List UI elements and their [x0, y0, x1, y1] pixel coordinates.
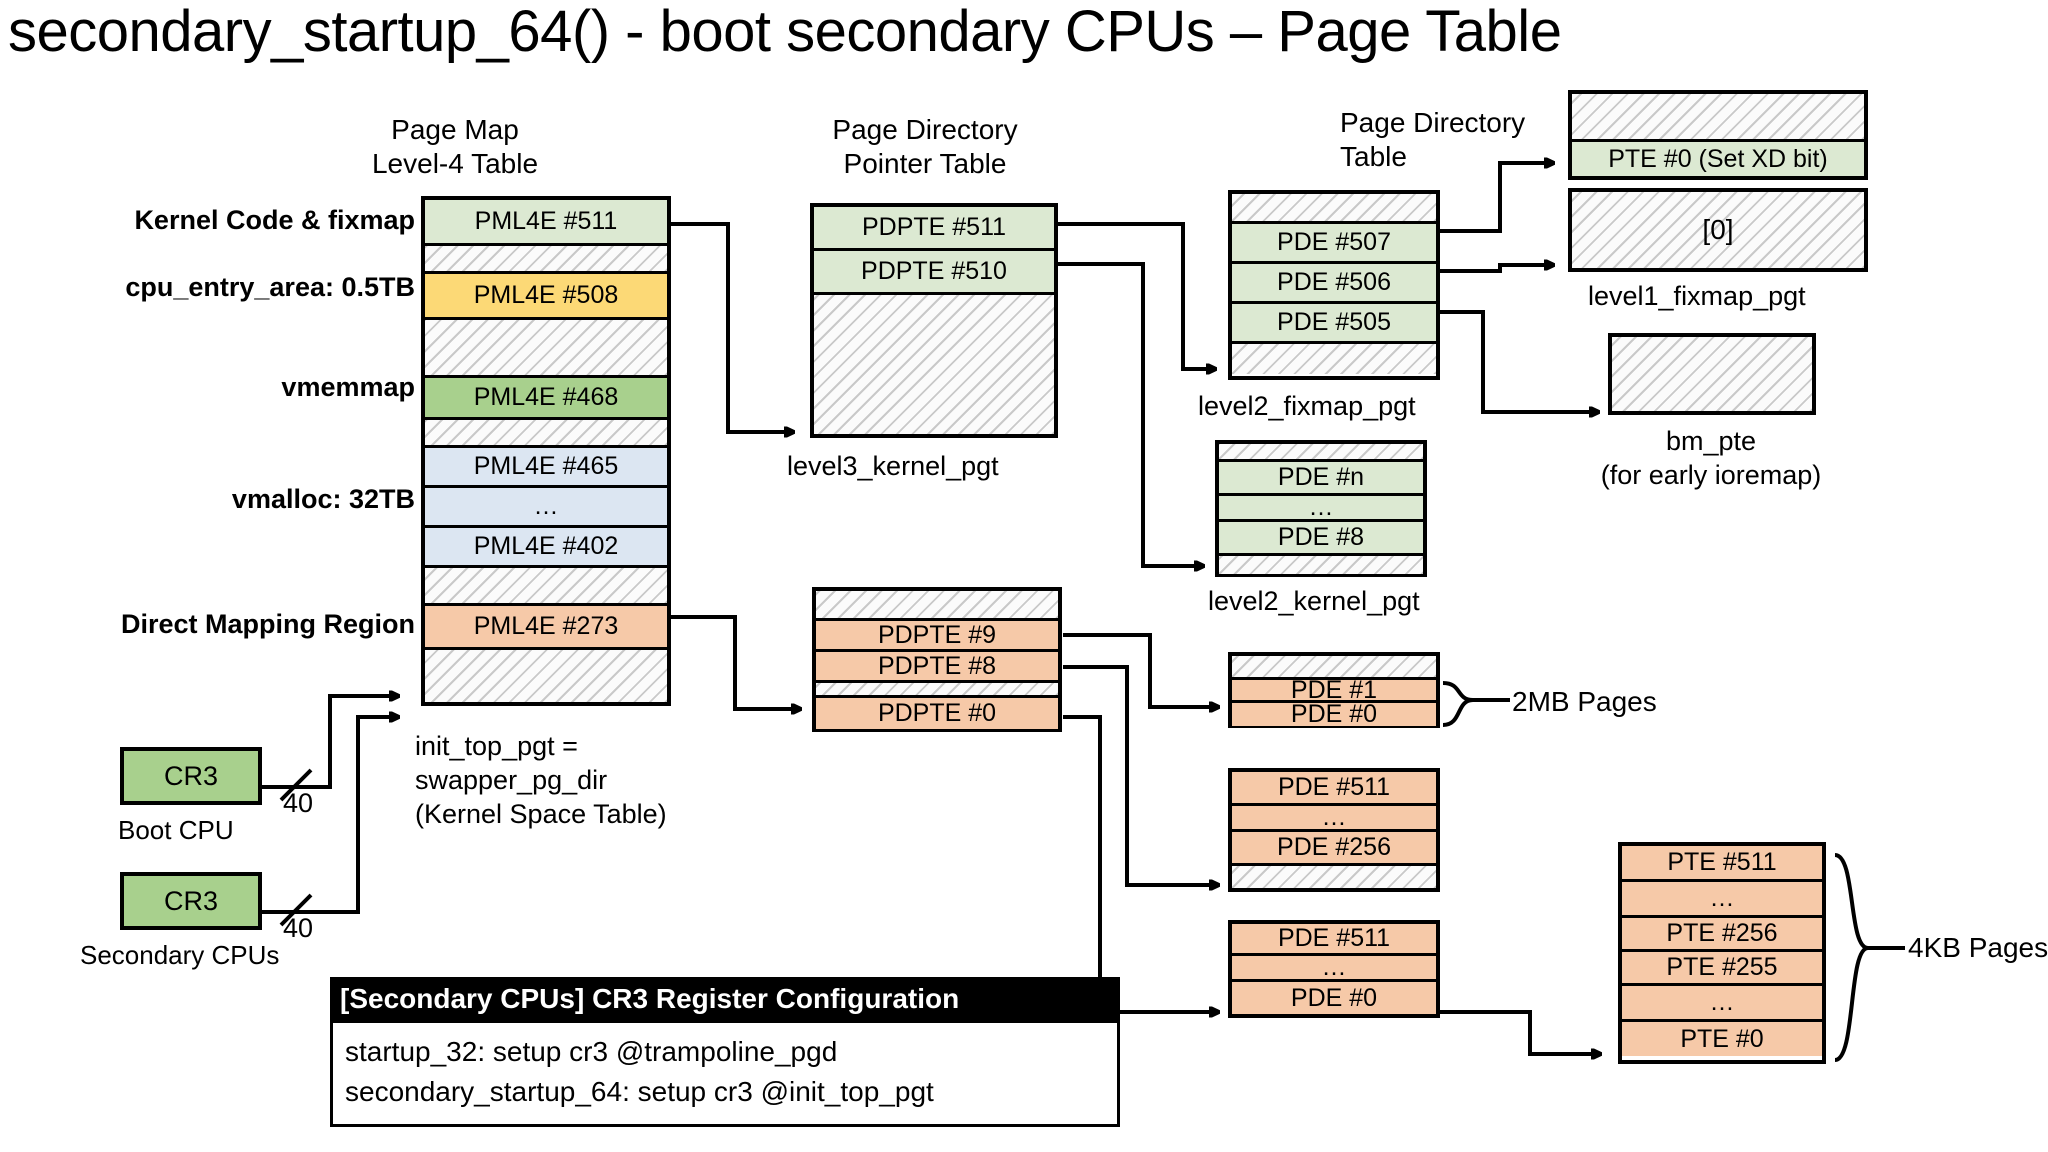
- cr3-register-boot-cpu[interactable]: CR3: [120, 747, 262, 805]
- pml4-cell: [425, 568, 667, 606]
- pml4-cell[interactable]: PML4E #465: [425, 448, 667, 488]
- pte-cell: [1572, 94, 1864, 142]
- pde-cell[interactable]: PDE #506: [1232, 264, 1436, 304]
- column-header-pdt: Page Directory Table: [1340, 107, 1526, 172]
- cr3-secondary-cpus-caption: Secondary CPUs: [80, 940, 280, 970]
- callout-body: startup_32: setup cr3 @trampoline_pgd se…: [330, 1023, 1120, 1127]
- pde-cell[interactable]: PDE #256: [1232, 832, 1436, 866]
- level2-fixmap-pgt-caption: level2_fixmap_pgt: [1198, 391, 1416, 421]
- pte-cell[interactable]: PTE #511: [1622, 846, 1822, 882]
- bm-pte-cell: [1612, 337, 1812, 411]
- callout-line: startup_32: setup cr3 @trampoline_pgd: [345, 1036, 838, 1067]
- pdpte-cell[interactable]: PDPTE #9: [816, 621, 1058, 652]
- pd-2mb-table[interactable]: PDE #1 PDE #0: [1228, 652, 1440, 728]
- pml4-cell[interactable]: …: [425, 488, 667, 528]
- region-label-kernel-code: Kernel Code & fixmap: [134, 205, 415, 235]
- pdpte-cell: [816, 591, 1058, 621]
- level1-fixmap-pgt-caption: level1_fixmap_pgt: [1588, 281, 1806, 311]
- bm-pte-caption: bm_pte (for early ioremap): [1600, 426, 1822, 490]
- pte-cell: [0]: [1572, 192, 1864, 268]
- pml4-cell[interactable]: PML4E #511: [425, 200, 667, 246]
- page-title: secondary_startup_64() - boot secondary …: [8, 0, 1562, 64]
- level2-fixmap-pgt-table[interactable]: PDE #507 PDE #506 PDE #505: [1228, 190, 1440, 380]
- pml4-cell: [425, 420, 667, 448]
- pde-cell[interactable]: …: [1232, 955, 1436, 982]
- callout-line: secondary_startup_64: setup cr3 @init_to…: [345, 1075, 934, 1107]
- region-label-direct-mapping: Direct Mapping Region: [120, 609, 415, 639]
- pml4-table-caption: init_top_pgt = swapper_pg_dir (Kernel Sp…: [415, 731, 667, 829]
- pdpte-cell: [816, 683, 1058, 698]
- region-label-vmalloc: vmalloc: 32TB: [231, 484, 415, 514]
- pde-cell: [1219, 444, 1423, 462]
- cr3-register-secondary-cpus[interactable]: CR3: [120, 872, 262, 930]
- page-size-label-4kb: 4KB Pages: [1908, 932, 2048, 963]
- pde-cell[interactable]: PDE #0: [1232, 702, 1436, 727]
- level2-kernel-pgt-caption: level2_kernel_pgt: [1208, 586, 1420, 616]
- pd-mid-table[interactable]: PDE #511 … PDE #256: [1228, 768, 1440, 892]
- pdpte-cell: [814, 295, 1054, 434]
- column-header-pml4: Page Map Level-4 Table: [371, 114, 539, 179]
- pdpt-lower-table[interactable]: PDPTE #9 PDPTE #8 PDPTE #0: [812, 587, 1062, 732]
- level3-kernel-pgt-table[interactable]: PDPTE #511 PDPTE #510: [810, 203, 1058, 438]
- pml4-cell: [425, 246, 667, 274]
- region-label-vmemmap: vmemmap: [281, 372, 415, 402]
- pte-cell[interactable]: PTE #0 (Set XD bit): [1572, 142, 1864, 176]
- pte-table[interactable]: PTE #511 … PTE #256 PTE #255 … PTE #0: [1618, 842, 1826, 1064]
- pdpte-cell[interactable]: PDPTE #0: [816, 698, 1058, 729]
- pde-cell[interactable]: PDE #511: [1232, 924, 1436, 956]
- pte-cell[interactable]: PTE #256: [1622, 918, 1822, 952]
- level2-kernel-pgt-table[interactable]: PDE #n … PDE #8: [1215, 440, 1427, 577]
- pde-cell: [1232, 344, 1436, 374]
- pml4-cell[interactable]: PML4E #402: [425, 528, 667, 568]
- pde-cell: [1232, 866, 1436, 888]
- pml4-cell: [425, 320, 667, 378]
- pte-cell[interactable]: PTE #255: [1622, 952, 1822, 986]
- pd-low-table[interactable]: PDE #511 … PDE #0: [1228, 920, 1440, 1018]
- pde-cell: [1219, 556, 1423, 574]
- pde-cell[interactable]: PDE #1: [1232, 677, 1436, 703]
- pde-cell[interactable]: PDE #8: [1219, 522, 1423, 556]
- pde-cell[interactable]: …: [1219, 495, 1423, 522]
- column-header-pdpt: Page Directory Pointer Table: [832, 114, 1018, 179]
- callout-box: [Secondary CPUs] CR3 Register Configurat…: [330, 977, 1120, 1127]
- pml4-table[interactable]: PML4E #511 PML4E #508 PML4E #468 PML4E #…: [421, 196, 671, 706]
- pml4-cell[interactable]: PML4E #273: [425, 606, 667, 650]
- cr3-boot-cpu-caption: Boot CPU: [118, 815, 234, 845]
- pde-cell[interactable]: …: [1232, 805, 1436, 832]
- pde-cell[interactable]: PDE #505: [1232, 304, 1436, 344]
- pte-cell[interactable]: PTE #0: [1622, 1022, 1822, 1056]
- pml4-cell[interactable]: PML4E #468: [425, 378, 667, 420]
- region-label-cpu-entry-area: cpu_entry_area: 0.5TB: [125, 272, 415, 302]
- level1-fixmap-pgt-bottom-table[interactable]: [0]: [1568, 188, 1868, 272]
- pde-cell[interactable]: PDE #511: [1232, 772, 1436, 806]
- callout-header: [Secondary CPUs] CR3 Register Configurat…: [330, 977, 1120, 1023]
- pde-cell: [1232, 194, 1436, 224]
- bm-pte-table[interactable]: [1608, 333, 1816, 415]
- pde-cell[interactable]: PDE #n: [1219, 462, 1423, 496]
- pdpte-cell[interactable]: PDPTE #510: [814, 251, 1054, 295]
- pml4-cell: [425, 650, 667, 702]
- level1-fixmap-pgt-top-table[interactable]: PTE #0 (Set XD bit): [1568, 90, 1868, 180]
- pte-cell[interactable]: …: [1622, 882, 1822, 918]
- cr3-boot-bit-width-label: 40: [283, 788, 314, 818]
- pde-cell: [1232, 656, 1436, 680]
- page-size-label-2mb: 2MB Pages: [1512, 686, 1657, 717]
- level3-kernel-pgt-caption: level3_kernel_pgt: [787, 451, 999, 481]
- pde-cell[interactable]: PDE #0: [1232, 982, 1436, 1014]
- pte-cell[interactable]: …: [1622, 986, 1822, 1022]
- pde-cell[interactable]: PDE #507: [1232, 224, 1436, 264]
- pml4-cell[interactable]: PML4E #508: [425, 274, 667, 320]
- pdpte-cell[interactable]: PDPTE #511: [814, 207, 1054, 251]
- cr3-secondary-bit-width-label: 40: [283, 913, 314, 943]
- pdpte-cell[interactable]: PDPTE #8: [816, 652, 1058, 683]
